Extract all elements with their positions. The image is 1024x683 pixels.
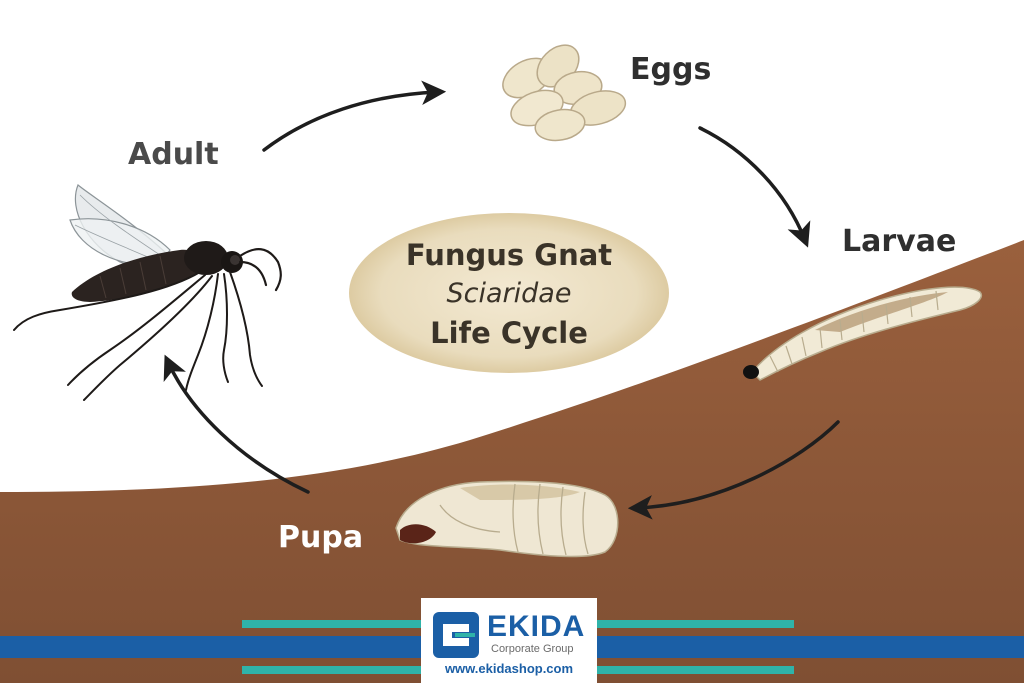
stage-label-eggs: Eggs (630, 52, 712, 87)
arrow-eggs-to-larvae (698, 126, 811, 248)
title-scientific-name: Sciaridae (446, 278, 572, 309)
title-ellipse (349, 213, 669, 373)
arrow-pupa-to-adult (163, 354, 310, 494)
pupa-illustration (395, 480, 619, 558)
stage-label-larvae: Larvae (842, 224, 957, 259)
diagram-title: Fungus Gnat Sciaridae Life Cycle (350, 224, 668, 364)
cycle-arrows (163, 80, 840, 520)
title-common-name: Fungus Gnat (405, 238, 613, 272)
brand-subtitle: Corporate Group (491, 643, 574, 655)
soil-ground (0, 240, 1024, 683)
brand-website-link[interactable]: www.ekidashop.com (444, 661, 574, 676)
arrow-adult-to-eggs (262, 80, 447, 152)
arrow-larvae-to-pupa (627, 420, 840, 520)
brand-name: EKIDA (487, 610, 586, 643)
eggs-illustration (502, 44, 627, 142)
ekida-logo-icon (433, 612, 479, 658)
stage-label-pupa: Pupa (278, 520, 364, 555)
brand-logo[interactable]: EKIDA Corporate Group www.ekidashop.com (421, 598, 597, 683)
stage-label-adult: Adult (128, 137, 219, 172)
adult-gnat-illustration (13, 184, 282, 401)
title-subject: Life Cycle (430, 316, 588, 350)
larva-illustration (743, 286, 982, 381)
